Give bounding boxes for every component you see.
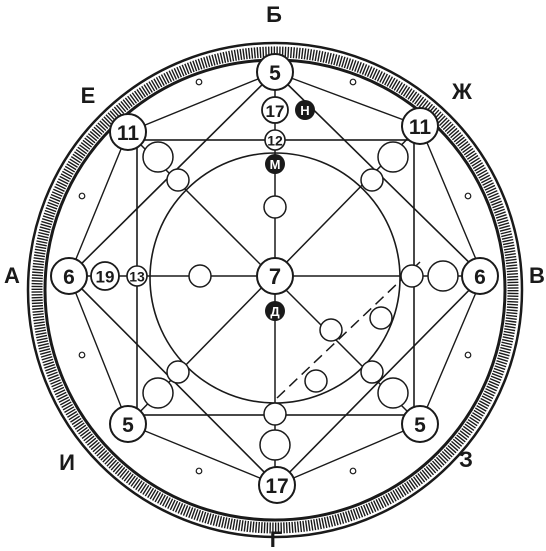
node-left-inner: 19 [90, 261, 120, 291]
outer-ring-ticks [31, 46, 519, 534]
diagonal-circles [304, 306, 393, 393]
label-top-left: Е [81, 83, 96, 108]
axis-circles [188, 195, 459, 461]
marker-m: М [265, 154, 285, 174]
node-bottom-number: 17 [265, 475, 288, 498]
node-center-number: 7 [269, 264, 281, 289]
node-lower-left: 5 [109, 405, 147, 443]
label-right: В [529, 263, 545, 288]
octagon-dots [78, 78, 472, 475]
node-top: 5 [256, 53, 294, 91]
node-left-inner2: 13 [126, 265, 148, 287]
label-bottom-right: З [459, 447, 473, 472]
node-left-number: 6 [63, 266, 75, 289]
node-top-inner2-number: 12 [267, 133, 283, 149]
node-lower-right: 5 [401, 405, 439, 443]
node-top-inner-number: 17 [266, 102, 285, 121]
node-right: 6 [461, 257, 499, 295]
marker-n: Н [295, 100, 315, 120]
node-center: 7 [256, 257, 294, 295]
node-lower-right-number: 5 [414, 414, 426, 437]
node-bottom: 17 [258, 466, 296, 504]
node-left-inner-number: 19 [96, 268, 115, 287]
node-upper-right-number: 11 [409, 116, 432, 139]
label-top: Б [266, 2, 282, 27]
node-right-number: 6 [474, 266, 486, 289]
marker-d: Д [265, 301, 285, 321]
dashed-line [276, 261, 421, 399]
marker-d-letter: Д [270, 304, 280, 319]
corner-circles [142, 141, 409, 409]
label-bottom-left: И [59, 450, 75, 475]
label-bottom: Г [270, 527, 283, 551]
outer-ring-line [26, 41, 524, 539]
node-top-number: 5 [269, 62, 281, 85]
marker-m-letter: М [270, 157, 281, 172]
node-upper-left: 11 [109, 113, 147, 151]
marker-n-letter: Н [300, 103, 309, 118]
label-left: А [4, 263, 20, 288]
outer-labels: Б Е Ж А В И З Г [4, 2, 545, 551]
label-top-right: Ж [451, 79, 472, 104]
node-left: 6 [50, 257, 88, 295]
node-lower-left-number: 5 [122, 414, 134, 437]
node-upper-right: 11 [401, 107, 439, 145]
node-upper-left-number: 11 [117, 122, 140, 145]
node-top-inner2: 12 [264, 129, 286, 151]
node-top-inner: 17 [261, 96, 289, 124]
node-left-inner2-number: 13 [129, 269, 145, 285]
